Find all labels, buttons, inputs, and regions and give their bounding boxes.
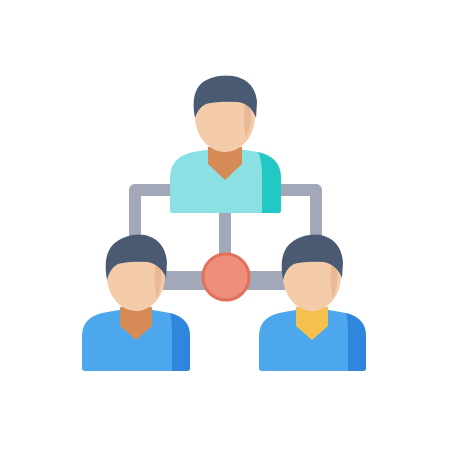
top-person (170, 75, 281, 213)
top-person-shirt (170, 147, 281, 213)
left-person-shirt-shade (170, 313, 190, 371)
left-person-collar (120, 307, 152, 340)
top-person-collar (208, 147, 242, 180)
right-person-shirt-shade (346, 313, 366, 371)
top-person-hair (193, 75, 257, 118)
left-person-hair (105, 234, 167, 280)
hub-node (201, 252, 251, 302)
right-person (259, 234, 366, 371)
right-person-collar (296, 307, 328, 340)
top-person-ear-shadow (244, 98, 251, 138)
top-person-shirt-shade (258, 152, 281, 213)
left-person (82, 234, 190, 371)
right-person-hair (281, 234, 343, 280)
